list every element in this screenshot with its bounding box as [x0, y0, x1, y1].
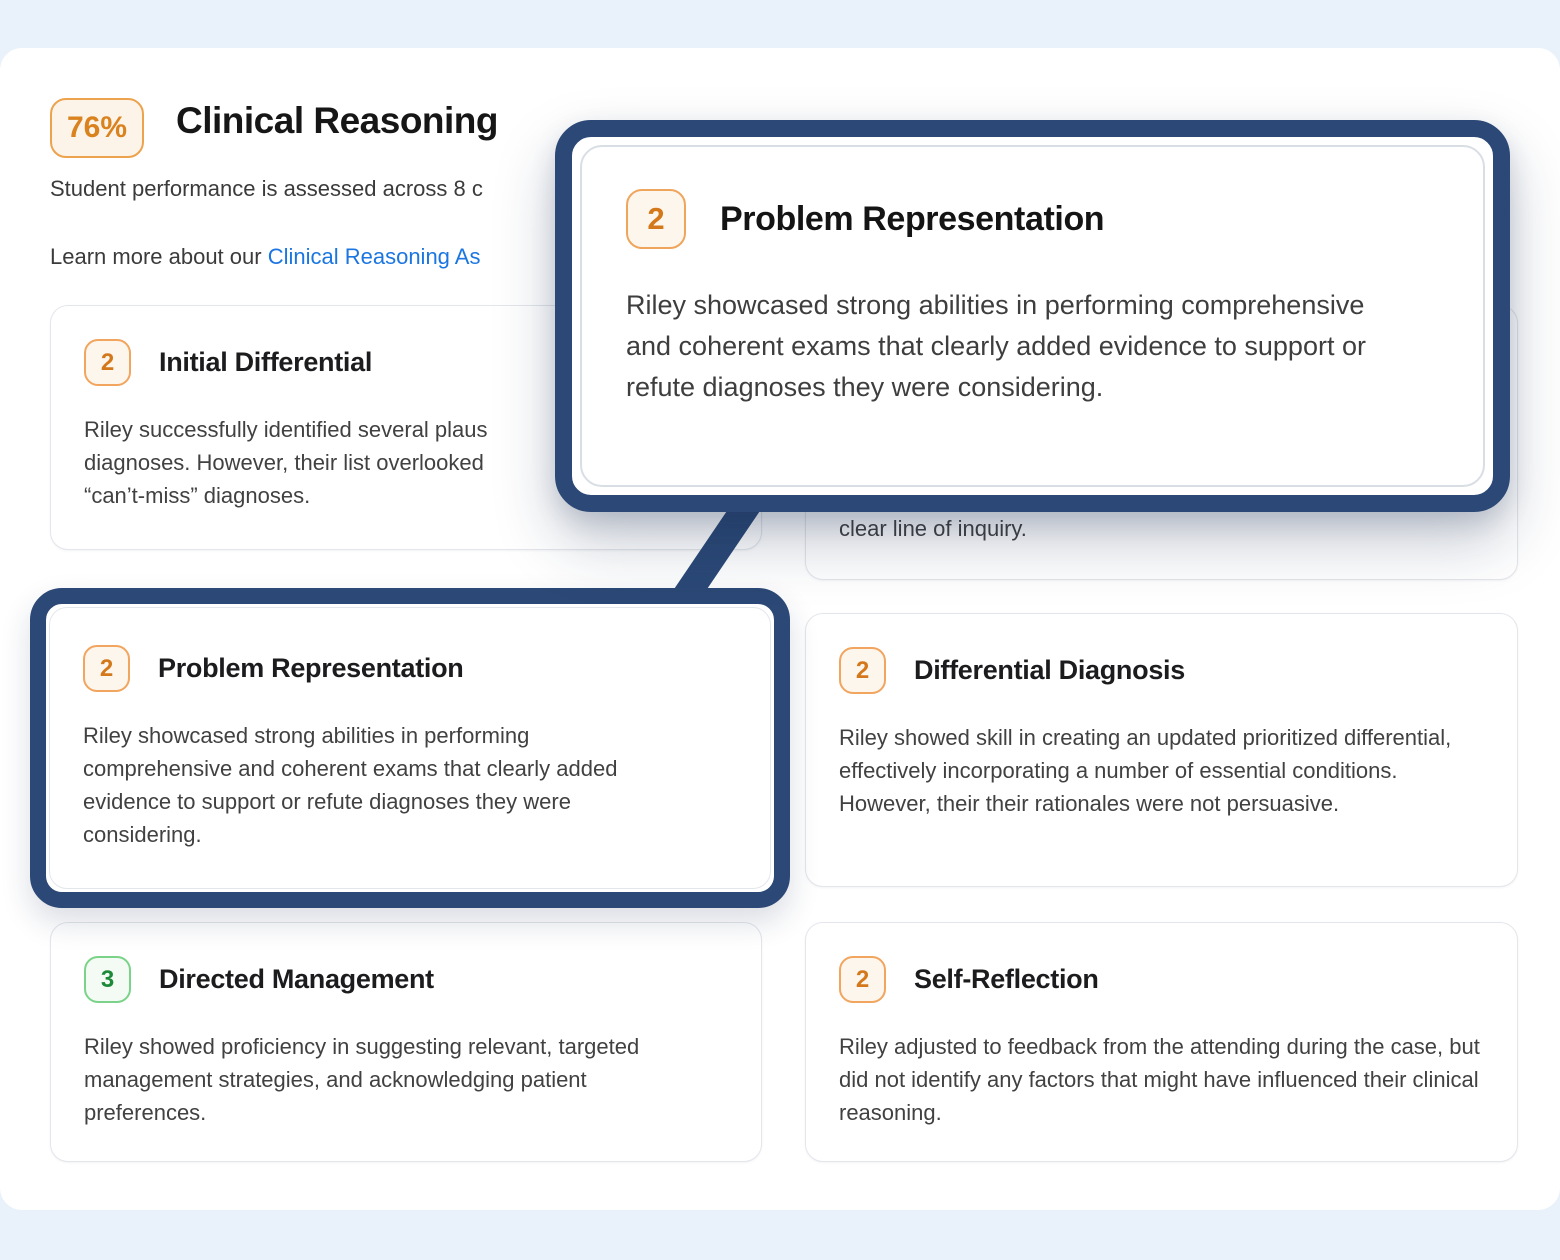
score-chip: 3: [84, 956, 131, 1003]
score-chip-value: 3: [100, 965, 115, 993]
page-subtitle: Student performance is assessed across 8…: [50, 176, 483, 201]
card-directed-management-header: 3 Directed Management: [84, 956, 728, 1003]
score-chip: 2: [83, 645, 130, 692]
card-directed-management[interactable]: 3 Directed Management Riley showed profi…: [50, 922, 762, 1162]
card-self-reflection-header: 2 Self-Reflection: [839, 956, 1484, 1003]
score-chip: 2: [84, 339, 131, 386]
score-value: 76%: [66, 111, 128, 144]
card-title: Differential Diagnosis: [914, 655, 1185, 685]
card-differential-diagnosis-header: 2 Differential Diagnosis: [839, 647, 1484, 694]
clinical-reasoning-link[interactable]: Clinical Reasoning As: [267, 244, 481, 269]
card-initial-differential-header: 2 Initial Differential: [84, 339, 728, 386]
card-title: Problem Representation: [158, 653, 464, 683]
score-chip-value: 2: [647, 201, 665, 236]
card-self-reflection[interactable]: 2 Self-Reflection Riley adjusted to feed…: [805, 922, 1518, 1162]
card-problem-representation: 2 Problem Representation Riley showcased…: [49, 607, 771, 889]
card-title: Directed Management: [159, 964, 434, 994]
card-body: Riley showed skill in creating an update…: [839, 725, 1452, 816]
card-body: Riley successfully identified several pl…: [84, 417, 488, 508]
score-chip-value: 2: [855, 965, 870, 993]
page-title: Clinical Reasoning: [176, 100, 499, 141]
card-body: Riley adjusted to feedback from the atte…: [839, 1034, 1480, 1125]
score-chip: 2: [839, 647, 886, 694]
zoom-overlay: 2 Problem Representation Riley showcased…: [555, 120, 1510, 512]
score-chip: 2: [626, 189, 686, 249]
learn-more-text: Learn more about our Clinical Reasoning …: [50, 244, 480, 270]
score-badge: 76%: [50, 98, 144, 158]
card-body: Riley showed proficiency in suggesting r…: [84, 1034, 640, 1125]
card-title: Initial Differential: [159, 347, 373, 377]
score-chip-value: 2: [100, 348, 115, 376]
zoom-overlay-header: 2 Problem Representation: [626, 189, 1439, 249]
learn-more-prefix: Learn more about our: [50, 244, 268, 269]
card-problem-representation-highlighted[interactable]: 2 Problem Representation Riley showcased…: [30, 588, 790, 908]
overlay-title: Problem Representation: [720, 199, 1105, 238]
card-differential-diagnosis[interactable]: 2 Differential Diagnosis Riley showed sk…: [805, 613, 1518, 887]
zoom-overlay-card: 2 Problem Representation Riley showcased…: [580, 145, 1485, 487]
card-body: Riley showcased strong abilities in perf…: [83, 723, 618, 847]
score-chip-value: 2: [855, 656, 870, 684]
card-problem-representation-header: 2 Problem Representation: [83, 645, 737, 692]
score-chip-value: 2: [99, 654, 114, 682]
score-chip: 2: [839, 956, 886, 1003]
card-title: Self-Reflection: [914, 964, 1099, 994]
overlay-body: Riley showcased strong abilities in perf…: [626, 290, 1366, 402]
card-body-visible-line: clear line of inquiry.: [839, 516, 1027, 541]
